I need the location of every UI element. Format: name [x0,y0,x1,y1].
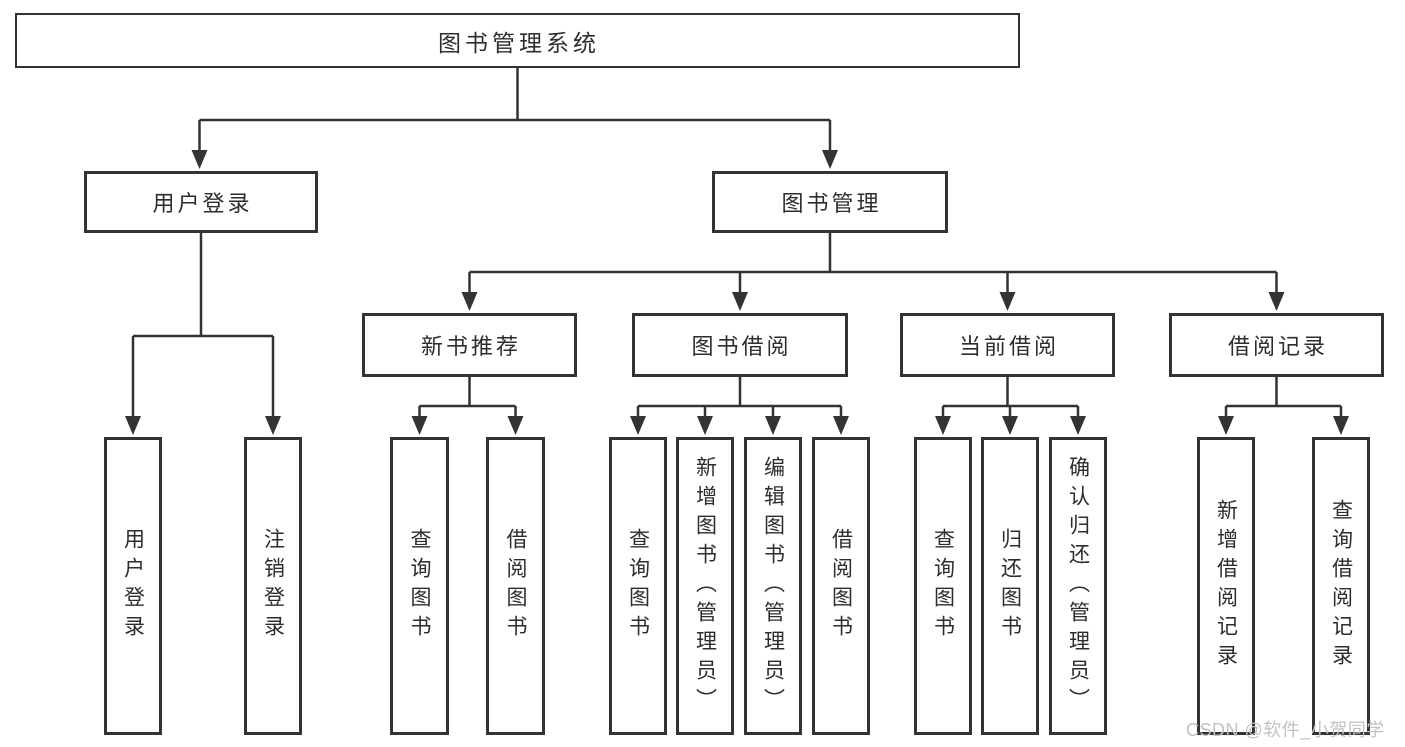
leaf-borrow-books-recommend: 借阅图书 [486,437,545,735]
node-label: 借阅图书 [504,528,527,644]
node-user-login: 用户登录 [84,171,318,233]
node-label: 查询图书 [931,528,955,644]
node-label: 确认归还（管理员） [1066,455,1090,717]
node-label: 借阅记录 [1227,334,1328,359]
leaf-query-borrow-record: 查询借阅记录 [1312,437,1370,735]
leaf-query-books-recommend: 查询图书 [390,437,449,735]
node-borrow-records: 借阅记录 [1169,313,1384,377]
node-label: 用户登录 [152,191,253,216]
leaf-query-books-borrow: 查询图书 [609,437,667,735]
node-label: 新书推荐 [420,334,521,359]
node-label: 查询图书 [408,528,431,644]
node-label: 用户登录 [121,528,145,644]
node-label: 图书管理系统 [438,29,600,56]
node-label: 新增借阅记录 [1214,499,1238,673]
leaf-user-login: 用户登录 [104,437,162,735]
leaf-return-book: 归还图书 [981,437,1039,735]
node-new-book-recommend: 新书推荐 [362,313,577,377]
leaf-confirm-return-admin: 确认归还（管理员） [1049,437,1107,735]
leaf-query-books-current: 查询图书 [914,437,972,735]
node-current-borrow: 当前借阅 [900,313,1115,377]
node-label: 新增图书（管理员） [693,455,717,717]
node-root-system: 图书管理系统 [15,13,1020,68]
leaf-borrow-books: 借阅图书 [812,437,870,735]
leaf-logout: 注销登录 [244,437,302,735]
leaf-edit-book-admin: 编辑图书（管理员） [744,437,802,735]
node-label: 编辑图书（管理员） [761,455,785,717]
node-label: 图书管理 [781,191,882,216]
leaf-add-borrow-record: 新增借阅记录 [1197,437,1255,735]
node-label: 注销登录 [261,528,285,644]
node-book-borrow: 图书借阅 [632,313,848,377]
node-label: 当前借阅 [958,334,1059,359]
node-book-management: 图书管理 [712,171,948,233]
node-label: 查询借阅记录 [1329,499,1353,673]
node-label: 借阅图书 [829,528,853,644]
leaf-add-book-admin: 新增图书（管理员） [676,437,734,735]
node-label: 图书借阅 [691,334,792,359]
csdn-watermark: CSDN @软件_小贺同学 [1186,720,1385,740]
node-label: 归还图书 [998,528,1022,644]
node-label: 查询图书 [626,528,650,644]
